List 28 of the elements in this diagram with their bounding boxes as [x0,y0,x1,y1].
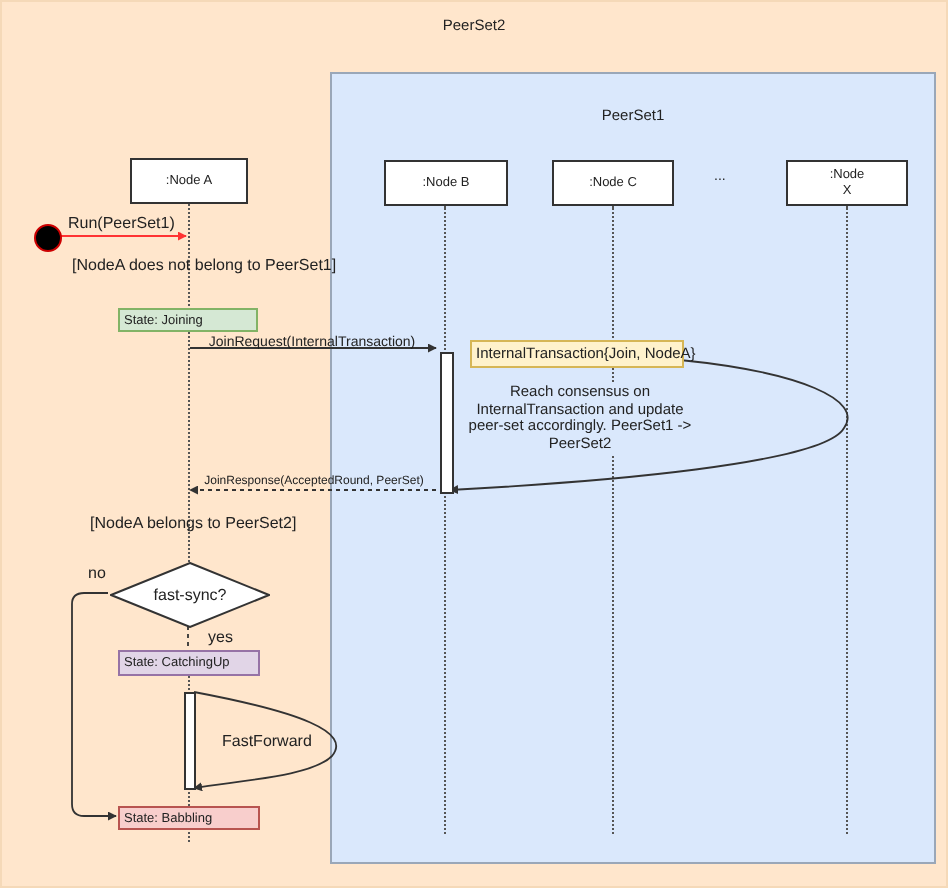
activation-bar [184,692,196,790]
start-circle [34,224,62,252]
arrow [449,359,849,495]
edge-label: Run(PeerSet1) [68,214,175,233]
guard-condition: [NodeA does not belong to PeerSet1] [72,256,337,275]
dashed-arrow [189,485,437,495]
decision-diamond [110,562,270,628]
lifeline [846,206,850,834]
edge-label: FastForward [222,732,312,751]
lifeline-head-box [384,160,508,206]
lifeline [444,206,448,834]
state-box [118,650,260,676]
activation-bar [440,352,454,494]
arrow [189,343,437,353]
arrow [71,592,117,821]
lifeline [188,204,192,562]
state-box [118,308,258,332]
lifeline-head-box [130,158,248,204]
edge-label: no [88,564,106,583]
lifeline-head-box [786,160,908,206]
arrow [193,691,337,792]
guard-condition: [NodeA belongs to PeerSet2] [90,514,297,533]
state-box [118,806,260,830]
arrow [59,231,187,241]
edge-label: yes [208,628,233,647]
decision-label: fast-sync? [151,583,229,608]
lifeline [188,676,192,842]
lifeline-head-box [552,160,674,206]
